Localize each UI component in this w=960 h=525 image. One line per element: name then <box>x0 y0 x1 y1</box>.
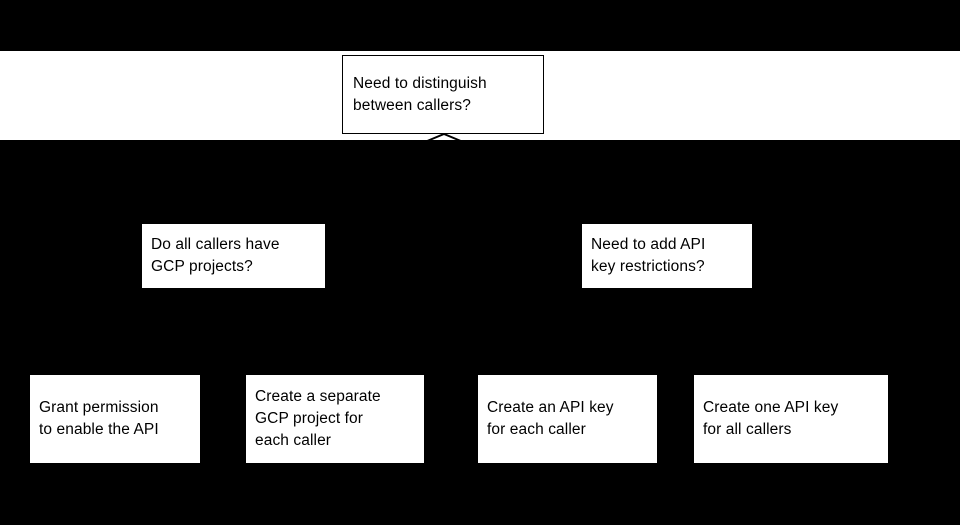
decision-node-need-to-distinguish-label: Need to distinguish between callers? <box>353 74 487 114</box>
outcome-node-create-api-key-each-caller[interactable]: Create an API key for each caller <box>478 375 657 463</box>
decision-node-do-all-callers-have-gcp-projects-label: Do all callers have GCP projects? <box>151 236 280 275</box>
outcome-node-create-one-api-key-all-callers-label: Create one API key for all callers <box>703 399 839 438</box>
outcome-node-create-one-api-key-all-callers[interactable]: Create one API key for all callers <box>694 375 888 463</box>
outcome-node-create-api-key-each-caller-label: Create an API key for each caller <box>487 399 614 438</box>
outcome-node-grant-permission-to-enable-api-label: Grant permission to enable the API <box>39 399 159 438</box>
outcome-node-create-separate-gcp-project-label: Create a separate GCP project for each c… <box>255 388 381 449</box>
decision-node-need-to-add-api-key-restrictions[interactable]: Need to add API key restrictions? <box>582 224 752 288</box>
outcome-node-create-separate-gcp-project[interactable]: Create a separate GCP project for each c… <box>246 375 424 463</box>
decision-node-do-all-callers-have-gcp-projects[interactable]: Do all callers have GCP projects? <box>142 224 325 288</box>
chevron-up-icon <box>419 133 469 145</box>
outcome-node-grant-permission-to-enable-api[interactable]: Grant permission to enable the API <box>30 375 200 463</box>
decision-node-need-to-distinguish[interactable]: Need to distinguish between callers? <box>342 55 544 134</box>
decision-node-need-to-add-api-key-restrictions-label: Need to add API key restrictions? <box>591 236 706 275</box>
